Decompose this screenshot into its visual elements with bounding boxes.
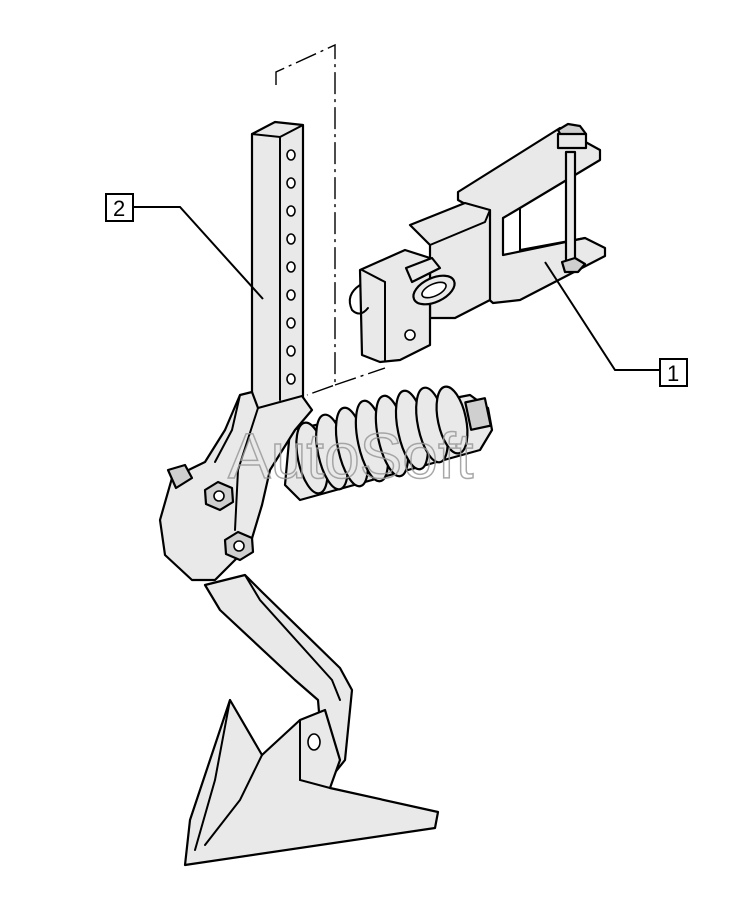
callout-1-label: 1 (667, 361, 679, 386)
tine-arm (203, 573, 354, 787)
mounting-bracket (348, 122, 607, 364)
watermark-text: AutoSoft (228, 420, 474, 492)
pivot-bracket (158, 390, 314, 601)
spring-coils (295, 385, 469, 495)
callout-2-box (105, 193, 134, 222)
center-lines (275, 43, 386, 396)
shank-holes (286, 149, 296, 385)
callout-1: 1 (544, 261, 688, 387)
callout-2: 2 (105, 193, 264, 300)
callout-2-label: 2 (113, 196, 125, 221)
coil-spring (283, 385, 494, 502)
callout-1-box (659, 358, 688, 387)
adjustment-shank (250, 120, 305, 414)
sweep-share (183, 698, 440, 867)
